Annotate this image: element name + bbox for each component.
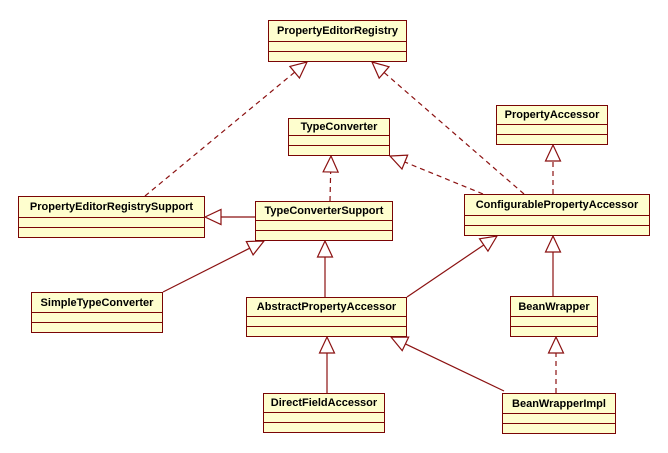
operations-compartment bbox=[32, 322, 162, 332]
attributes-compartment bbox=[465, 215, 649, 225]
operations-compartment bbox=[256, 230, 392, 240]
extends-arrow-simple-type-converter--type-converter-support bbox=[162, 240, 266, 293]
dashed-edge-line bbox=[383, 72, 525, 195]
dashed-edge-line bbox=[329, 171, 332, 202]
class-name-label: BeanWrapper bbox=[518, 300, 590, 313]
hollow-triangle-arrowhead bbox=[288, 61, 309, 80]
attributes-compartment bbox=[19, 217, 204, 227]
attributes-compartment bbox=[256, 220, 392, 230]
extends-arrow-direct-field-accessor--abstract-property-accessor bbox=[318, 335, 336, 393]
class-box-simple-type-converter: SimpleTypeConverter bbox=[31, 292, 163, 333]
hollow-triangle-arrowhead bbox=[389, 336, 410, 352]
extends-arrow-abstract-property-accessor--configurable-property-accessor bbox=[406, 235, 499, 298]
extends-arrow-bean-wrapper-impl--abstract-property-accessor bbox=[389, 336, 505, 392]
hollow-triangle-arrowhead bbox=[322, 154, 340, 173]
class-box-property-editor-registry-support: PropertyEditorRegistrySupport bbox=[18, 196, 205, 238]
attributes-compartment bbox=[511, 316, 597, 326]
class-name-label: BeanWrapperImpl bbox=[512, 397, 606, 410]
attributes-compartment bbox=[497, 124, 607, 134]
hollow-triangle-arrowhead bbox=[318, 335, 336, 354]
operations-compartment bbox=[264, 422, 384, 432]
hollow-triangle-arrowhead bbox=[316, 239, 334, 258]
extends-arrow-type-converter-support--property-editor-registry-support bbox=[203, 208, 255, 226]
implements-arrow-configurable-property-accessor--property-editor-registry bbox=[370, 61, 525, 195]
class-name-label: SimpleTypeConverter bbox=[40, 296, 154, 309]
operations-compartment bbox=[497, 134, 607, 144]
operations-compartment bbox=[289, 145, 389, 155]
class-box-property-editor-registry: PropertyEditorRegistry bbox=[268, 20, 407, 62]
class-box-type-converter: TypeConverter bbox=[288, 118, 390, 156]
attributes-compartment bbox=[32, 312, 162, 322]
attributes-compartment bbox=[289, 135, 389, 145]
operations-compartment bbox=[503, 423, 615, 433]
class-box-abstract-property-accessor: AbstractPropertyAccessor bbox=[246, 297, 407, 337]
attributes-compartment bbox=[264, 412, 384, 422]
dashed-edge-line bbox=[144, 71, 296, 197]
hollow-triangle-arrowhead bbox=[478, 235, 499, 253]
implements-arrow-type-converter-support--type-converter bbox=[322, 154, 340, 202]
hollow-triangle-arrowhead bbox=[203, 208, 222, 226]
class-name-label: ConfigurablePropertyAccessor bbox=[475, 199, 639, 211]
operations-compartment bbox=[247, 326, 406, 336]
operations-compartment bbox=[19, 227, 204, 237]
operations-compartment bbox=[465, 225, 649, 235]
hollow-triangle-arrowhead bbox=[544, 234, 562, 253]
class-box-configurable-property-accessor: ConfigurablePropertyAccessor bbox=[464, 194, 650, 236]
implements-arrow-property-editor-registry-support--property-editor-registry bbox=[144, 61, 309, 197]
class-box-bean-wrapper: BeanWrapper bbox=[510, 296, 598, 337]
implements-arrow-configurable-property-accessor--type-converter bbox=[388, 154, 484, 195]
solid-edge-line bbox=[406, 244, 485, 298]
attributes-compartment bbox=[269, 41, 406, 51]
operations-compartment bbox=[269, 51, 406, 61]
class-name-label: PropertyAccessor bbox=[504, 109, 600, 121]
solid-edge-line bbox=[162, 247, 250, 293]
class-box-property-accessor: PropertyAccessor bbox=[496, 105, 608, 145]
hollow-triangle-arrowhead bbox=[544, 143, 562, 162]
implements-arrow-configurable-property-accessor--property-accessor bbox=[544, 143, 562, 194]
hollow-triangle-arrowhead bbox=[370, 61, 391, 80]
hollow-triangle-arrowhead bbox=[388, 154, 409, 171]
class-name-label: TypeConverterSupport bbox=[264, 205, 384, 217]
hollow-triangle-arrowhead bbox=[245, 240, 266, 257]
solid-edge-line bbox=[405, 343, 505, 392]
dashed-edge-line bbox=[404, 161, 484, 195]
class-name-label: DirectFieldAccessor bbox=[270, 397, 378, 409]
hollow-triangle-arrowhead bbox=[547, 335, 565, 354]
extends-arrow-bean-wrapper--configurable-property-accessor bbox=[544, 234, 562, 296]
class-name-label: PropertyEditorRegistry bbox=[276, 25, 399, 37]
attributes-compartment bbox=[247, 316, 406, 326]
class-box-type-converter-support: TypeConverterSupport bbox=[255, 201, 393, 241]
class-name-label: PropertyEditorRegistrySupport bbox=[29, 201, 194, 213]
class-name-label: AbstractPropertyAccessor bbox=[256, 301, 397, 313]
class-box-direct-field-accessor: DirectFieldAccessor bbox=[263, 393, 385, 433]
operations-compartment bbox=[511, 326, 597, 336]
extends-arrow-abstract-property-accessor--type-converter-support bbox=[316, 239, 334, 297]
implements-arrow-bean-wrapper-impl--bean-wrapper bbox=[547, 335, 565, 393]
class-name-label: TypeConverter bbox=[300, 121, 378, 133]
class-box-bean-wrapper-impl: BeanWrapperImpl bbox=[502, 393, 616, 434]
attributes-compartment bbox=[503, 413, 615, 423]
